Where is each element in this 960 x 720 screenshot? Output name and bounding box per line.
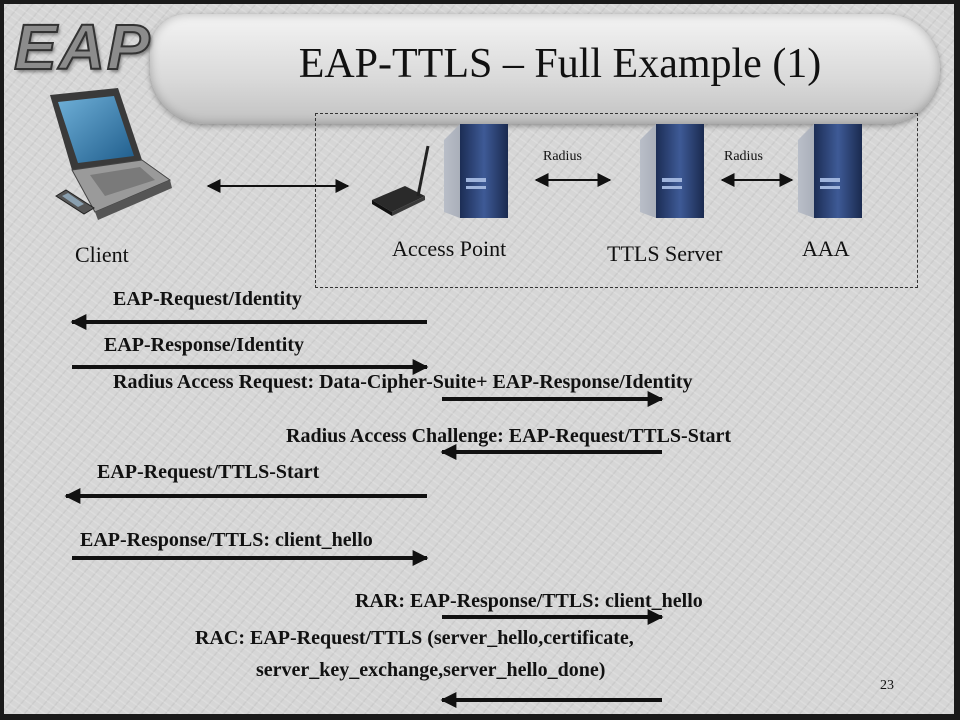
title-banner [150,14,940,124]
access-point-label: Access Point [392,236,507,261]
msg-7-label: RAR: EAP-Response/TTLS: client_hello [355,590,703,612]
msg-1-label: EAP-Request/Identity [113,288,302,310]
frame-top [0,0,960,4]
page-number: 23 [880,678,894,693]
msg-2-label: EAP-Response/Identity [104,334,305,356]
eap-logo: EAP [13,10,152,84]
laptop-icon [50,88,172,220]
network-boundary-box [315,113,918,288]
msg-5-label: EAP-Request/TTLS-Start [97,461,320,483]
aaa-label: AAA [802,236,850,261]
frame-bottom [0,714,960,720]
msg-8-label-line1: RAC: EAP-Request/TTLS (server_hello,cert… [195,627,634,649]
msg-8-label-line2: server_key_exchange,server_hello_done) [256,659,606,681]
slide-title: EAP-TTLS – Full Example (1) [298,41,822,87]
mobile-phone-icon [55,189,95,215]
ttls-server-left-icon [444,124,508,218]
client-label: Client [75,242,129,267]
ttls-server-icon [640,124,704,218]
msg-4-label: Radius Access Challenge: EAP-Request/TTL… [286,425,732,447]
frame-left [0,0,4,720]
aaa-server-icon [798,124,862,218]
msg-3-label: Radius Access Request: Data-Cipher-Suite… [113,371,693,393]
ttls-server-label: TTLS Server [607,241,723,266]
wireless-access-point-icon [372,145,430,216]
radius-link-1-label: Radius [543,149,582,164]
msg-6-label: EAP-Response/TTLS: client_hello [80,529,373,551]
radius-link-2-label: Radius [724,149,763,164]
frame-right [954,0,960,720]
